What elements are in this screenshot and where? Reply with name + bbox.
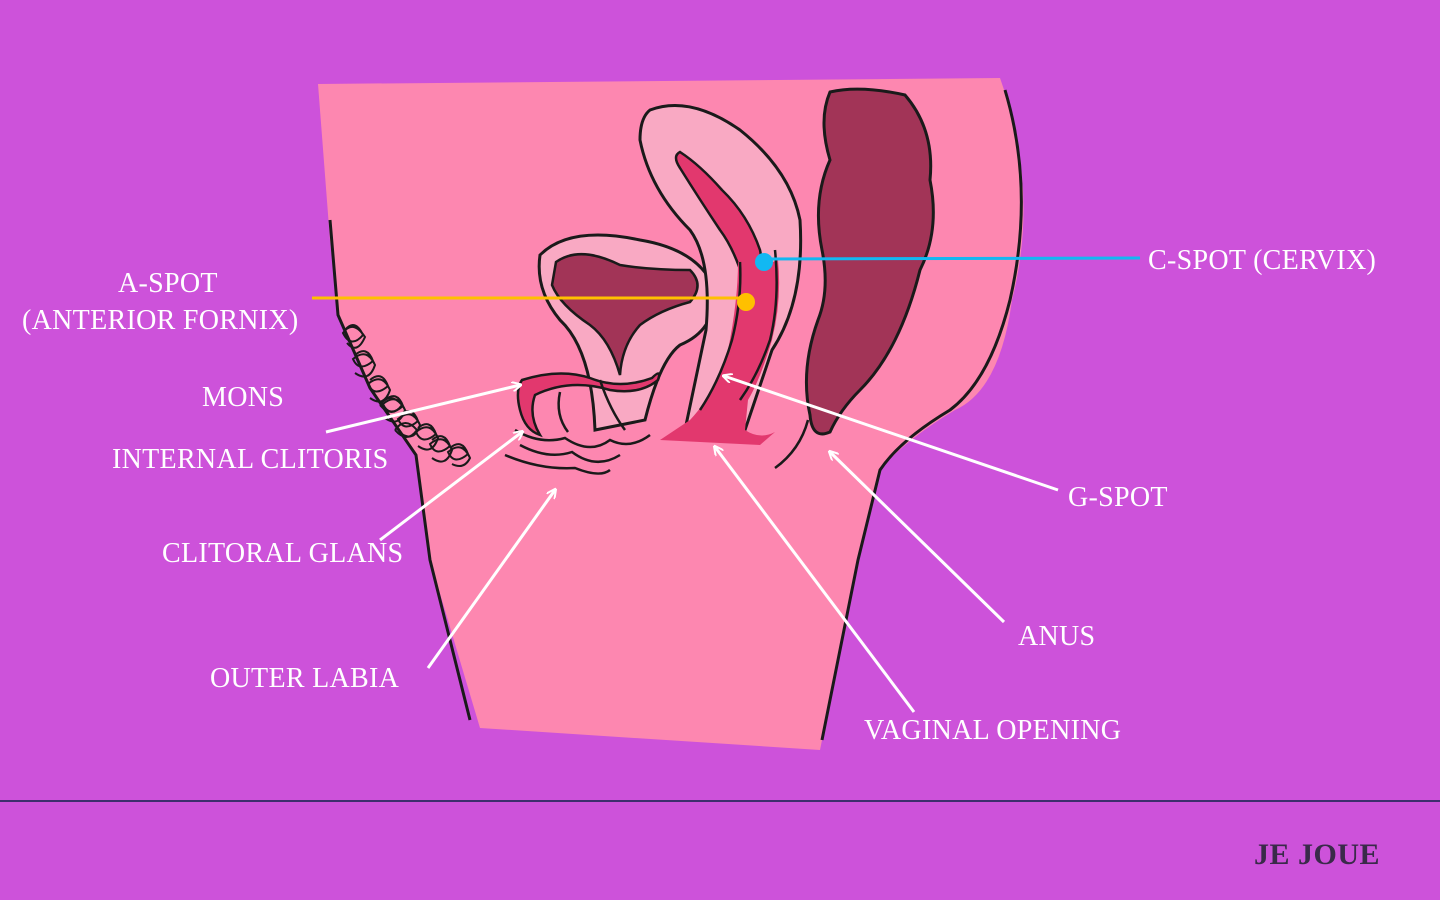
a-spot-label: A-SPOT [118,268,218,299]
vulva-folds [504,379,651,475]
vaginal-opening-label: VAGINAL OPENING [864,715,1122,746]
internal-clitoris [516,372,661,438]
divider-line [0,800,1440,802]
outer-labia-label: OUTER LABIA [210,663,400,694]
outer-labia-arrow [426,490,555,669]
anus-arrow [830,452,1006,624]
body-outline-right [820,89,1023,741]
a-spot-label-sub: (ANTERIOR FORNIX) [22,305,299,336]
a-spot-marker [737,293,755,311]
brand-logo: JE JOUE [1253,838,1380,871]
c-spot-pointer-line [763,256,1141,261]
g-spot-arrow [724,376,1059,492]
pointer-arrows [325,376,1059,713]
clitoral-glans-label: CLITORAL GLANS [162,538,404,569]
g-spot-label: G-SPOT [1068,482,1168,513]
clitoral-glans-arrow [379,432,522,542]
c-spot-marker [755,253,773,271]
vaginal-wall-outline-back [738,249,778,401]
internal-clitoris-label: INTERNAL CLITORIS [112,444,389,475]
vaginal-wall-outline [698,261,742,411]
bladder [550,252,699,376]
rectum-outline [774,419,810,470]
rectum [804,87,935,436]
vaginal-opening-arrow [715,447,916,713]
pubic-hair [341,324,472,467]
mons-label: MONS [202,382,285,413]
anus-label: ANUS [1018,621,1096,652]
mons-arrow [325,385,520,434]
c-spot-label: C-SPOT (CERVIX) [1148,245,1377,276]
